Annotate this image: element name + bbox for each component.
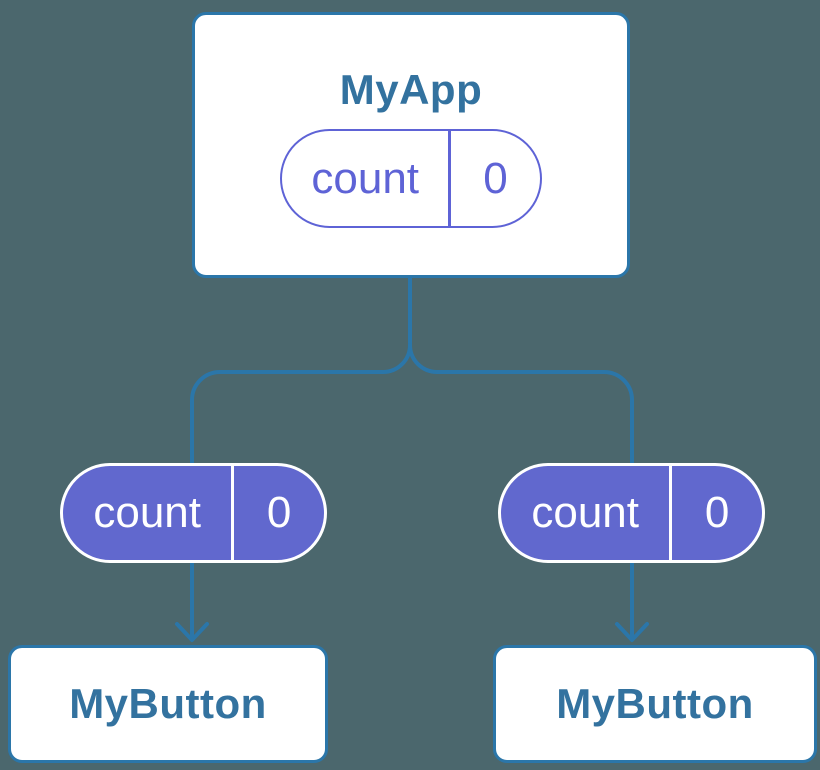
prop-pill-left-divider <box>231 466 235 560</box>
prop-pill-right-divider <box>669 466 673 560</box>
prop-pill-right-value: 0 <box>704 488 730 537</box>
prop-pill-right: count 0 <box>498 463 765 563</box>
node-mybutton-right-title: MyButton <box>556 679 754 727</box>
prop-pill-left-name: count <box>93 488 201 537</box>
node-mybutton-right: MyButton <box>493 645 817 763</box>
left-arrow-icon <box>175 561 209 642</box>
prop-pill-right-name: count <box>531 488 639 537</box>
node-myapp: MyApp count 0 <box>192 12 630 278</box>
prop-pill-left: count 0 <box>60 463 327 563</box>
node-mybutton-left: MyButton <box>8 645 328 763</box>
right-arrow-icon <box>615 561 649 642</box>
right-branch-connector <box>408 343 634 465</box>
state-pill: count 0 <box>280 129 542 229</box>
left-branch-connector <box>190 343 412 465</box>
prop-pill-left-value: 0 <box>266 488 292 537</box>
node-myapp-title: MyApp <box>339 66 483 113</box>
state-pill-value: 0 <box>483 153 508 203</box>
node-mybutton-left-title: MyButton <box>69 679 267 727</box>
state-pill-name: count <box>311 153 420 203</box>
state-pill-divider <box>448 131 451 227</box>
